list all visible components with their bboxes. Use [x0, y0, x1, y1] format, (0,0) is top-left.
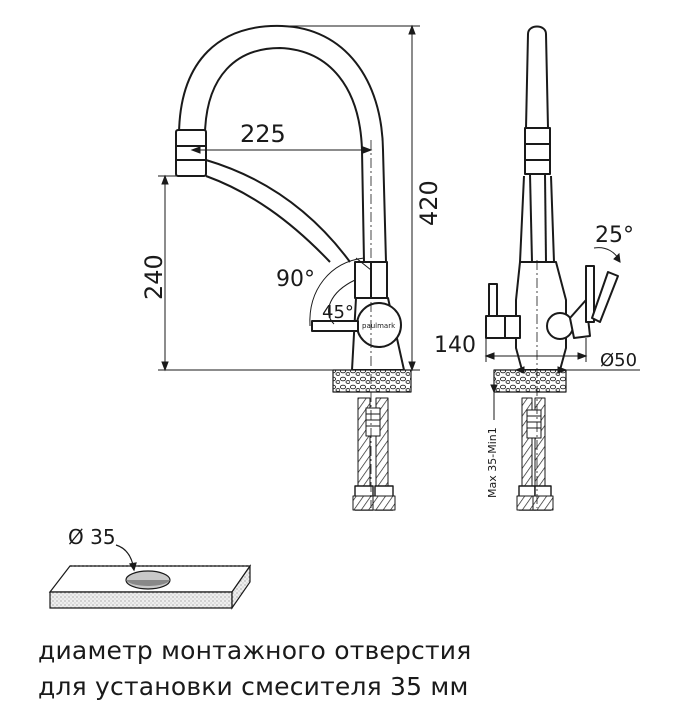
- dim-max-counter: Max 35-Min1: [486, 427, 499, 498]
- mounting-plate: [48, 544, 252, 610]
- caption-line-1: диаметр монтажного отверстия: [38, 636, 472, 665]
- spout-nozzle: [175, 129, 207, 177]
- dim-50: Ø50: [600, 350, 637, 371]
- angle-90: 90°: [276, 267, 315, 292]
- dim-225: 225: [240, 120, 286, 148]
- angle-25: 25°: [595, 223, 634, 248]
- dim-240: 240: [140, 254, 168, 300]
- front-view: [175, 24, 412, 511]
- dim-140: 140: [434, 333, 476, 358]
- countertop-side: [493, 369, 567, 393]
- gooseneck-inner: [204, 47, 365, 263]
- side-spout: [525, 25, 549, 129]
- countertop-front: [332, 369, 412, 393]
- filter-lever: [311, 320, 359, 332]
- filter-spout: [205, 159, 351, 263]
- caption-line-2: для установки смесителя 35 мм: [38, 672, 469, 701]
- brand-logo: paulmark: [362, 322, 396, 330]
- dim-420: 420: [415, 180, 443, 226]
- angle-45: 45°: [322, 302, 354, 323]
- front-dimensions: [158, 24, 420, 372]
- hole-diameter-label: Ø 35: [68, 525, 116, 549]
- side-dimensions: [484, 247, 640, 420]
- side-view: [485, 25, 619, 511]
